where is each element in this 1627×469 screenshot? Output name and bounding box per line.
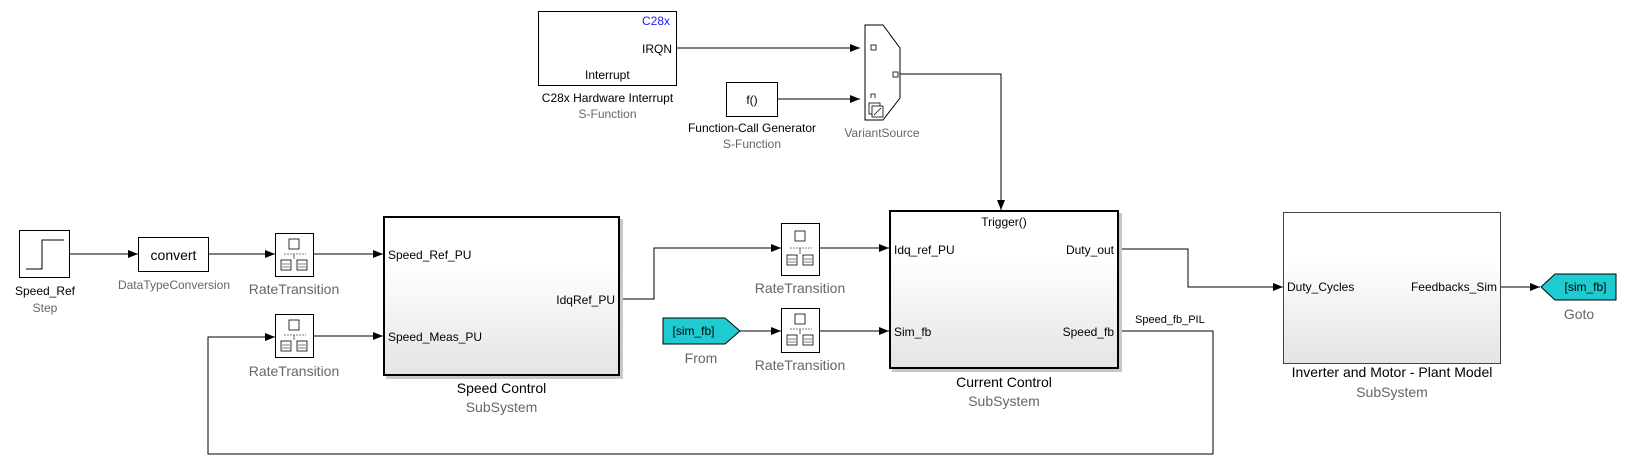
current-control-out2: Speed_fb	[1062, 325, 1114, 339]
rate-transition-icon	[786, 313, 814, 346]
line-duty-to-plant	[1119, 248, 1283, 291]
variant-source-block[interactable]	[860, 20, 910, 130]
step-type: Step	[32, 301, 58, 315]
convert-block[interactable]: convert	[138, 237, 209, 272]
line-speed-control-to-rt3	[620, 244, 781, 300]
rate-transition-3[interactable]	[781, 223, 820, 276]
speed-control-name: Speed Control	[456, 380, 547, 396]
goto-name: Goto	[1563, 306, 1595, 322]
plant-in1: Duty_Cycles	[1287, 280, 1355, 294]
line-speed-fb-feedback	[207, 330, 1214, 455]
rate-transition-icon	[786, 230, 814, 266]
fcg-name: Function-Call Generator	[687, 121, 817, 135]
fcg-block[interactable]: f()	[726, 82, 778, 117]
plant-name: Inverter and Motor - Plant Model	[1291, 364, 1493, 380]
plant-block[interactable]: Duty_Cycles Feedbacks_Sim	[1283, 212, 1501, 364]
speed-fb-pil-label: Speed_fb_PIL	[1135, 314, 1205, 326]
variant-input1-marker	[870, 44, 877, 51]
current-control-type: SubSystem	[968, 393, 1040, 409]
interrupt-type: S-Function	[578, 107, 637, 121]
from-tag: [sim_fb]	[672, 324, 715, 338]
plant-type: SubSystem	[1356, 384, 1428, 400]
current-control-trigger: Trigger()	[981, 215, 1027, 229]
goto-tag: [sim_fb]	[1564, 280, 1607, 294]
variant-input2-marker	[870, 93, 876, 98]
step-block[interactable]	[19, 230, 70, 278]
line-variant-to-trigger	[898, 73, 1005, 210]
speed-control-type: SubSystem	[465, 399, 538, 415]
from-block[interactable]	[662, 317, 742, 347]
goto-block[interactable]	[1540, 273, 1618, 303]
convert-inner-label: convert	[150, 246, 197, 263]
current-control-name: Current Control	[956, 374, 1052, 390]
speed-control-block[interactable]: Speed_Ref_PU Speed_Meas_PU IdqRef_PU	[383, 216, 620, 376]
rate-transition-icon	[280, 319, 308, 352]
interrupt-block[interactable]: C28x IRQN Interrupt	[538, 11, 677, 86]
speed-control-out1: IdqRef_PU	[556, 293, 615, 307]
rt1-name: RateTransition	[248, 281, 340, 297]
speed-control-in2: Speed_Meas_PU	[388, 330, 483, 344]
plant-out1: Feedbacks_Sim	[1410, 280, 1497, 294]
current-control-in2: Sim_fb	[894, 325, 932, 339]
rt3-name: RateTransition	[754, 280, 846, 296]
current-control-block[interactable]: Trigger() Idq_ref_PU Sim_fb Duty_out Spe…	[889, 210, 1119, 369]
rate-transition-icon	[280, 238, 308, 271]
speed-control-in1: Speed_Ref_PU	[388, 248, 472, 262]
current-control-out1: Duty_out	[1065, 243, 1114, 257]
convert-type: DataTypeConversion	[117, 278, 231, 292]
rate-transition-4[interactable]	[781, 308, 820, 353]
rate-transition-2[interactable]	[275, 314, 314, 358]
variant-output-marker	[892, 71, 899, 78]
irqn-port-label: IRQN	[642, 42, 672, 56]
rate-transition-1[interactable]	[275, 233, 314, 277]
fcg-inner-label: f()	[746, 92, 758, 107]
vendor-label: C28x	[641, 14, 670, 28]
from-name: From	[684, 350, 718, 366]
interrupt-name: C28x Hardware Interrupt	[541, 91, 674, 105]
current-control-in1: Idq_ref_PU	[894, 243, 955, 257]
step-icon	[26, 239, 64, 270]
interrupt-inner-label: Interrupt	[585, 68, 630, 82]
fcg-type: S-Function	[722, 137, 782, 151]
rt4-name: RateTransition	[754, 357, 846, 373]
step-name: Speed_Ref	[14, 284, 76, 298]
rt2-name: RateTransition	[248, 363, 340, 379]
variant-type: VariantSource	[844, 126, 920, 140]
